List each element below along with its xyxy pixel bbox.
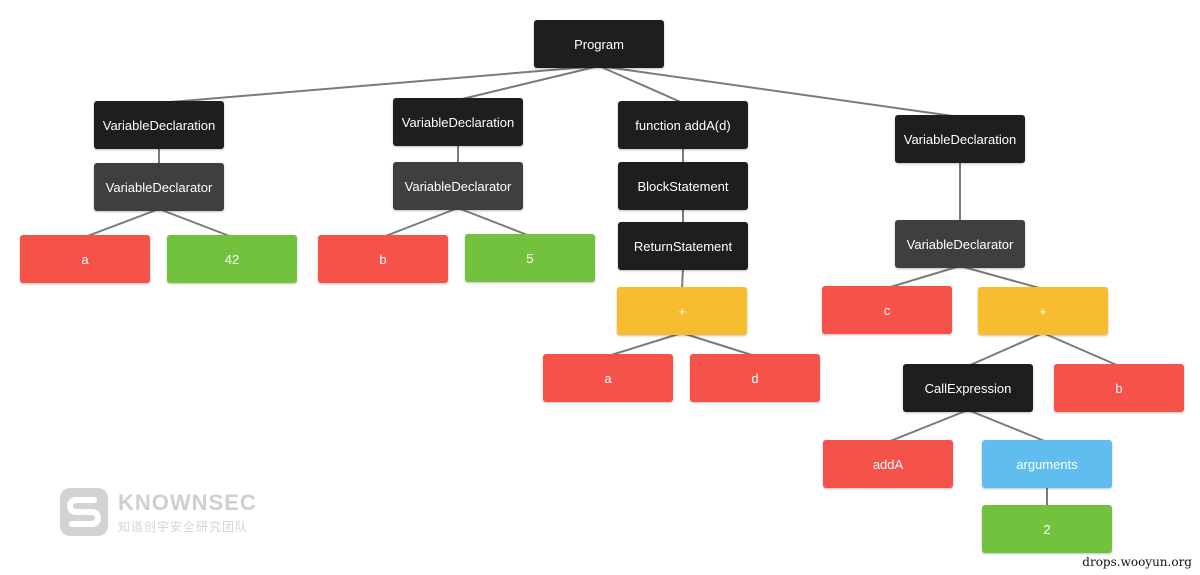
knownsec-logo-icon bbox=[60, 488, 108, 536]
ast-node-n42: 42 bbox=[167, 235, 297, 283]
ast-node-program: Program bbox=[534, 20, 664, 68]
edge-plus1-a2 bbox=[607, 332, 683, 357]
edge-plus1-d1 bbox=[681, 332, 756, 357]
ast-node-ret: ReturnStatement bbox=[618, 222, 748, 270]
footer-url: drops.wooyun.org bbox=[1082, 555, 1192, 569]
edge-call-addA bbox=[887, 409, 969, 443]
ast-node-plus1: + bbox=[617, 287, 747, 335]
edge-vdr2-n5 bbox=[457, 207, 531, 237]
ast-node-d1: d bbox=[690, 354, 820, 402]
watermark-subtitle: 知道创宇安全研究团队 bbox=[118, 519, 249, 534]
ast-node-plus2: + bbox=[978, 287, 1108, 335]
watermark-brand: KNOWNSEC bbox=[118, 489, 257, 515]
ast-node-b1: b bbox=[318, 235, 448, 283]
ast-node-c1: c bbox=[822, 286, 952, 334]
edge-vdr3-c1 bbox=[886, 265, 961, 289]
knownsec-watermark: KNOWNSEC 知道创宇安全研究团队 bbox=[58, 486, 257, 538]
ast-node-n2: 2 bbox=[982, 505, 1112, 553]
ast-node-call: CallExpression bbox=[903, 364, 1033, 412]
edge-program-vd3 bbox=[598, 65, 961, 118]
ast-node-vdr3: VariableDeclarator bbox=[895, 220, 1025, 268]
ast-node-block: BlockStatement bbox=[618, 162, 748, 210]
ast-node-vdr2: VariableDeclarator bbox=[393, 162, 523, 210]
ast-node-vd2: VariableDeclaration bbox=[393, 98, 523, 146]
ast-node-a2: a bbox=[543, 354, 673, 402]
ast-node-fn: function addA(d) bbox=[618, 101, 748, 149]
ast-node-n5: 5 bbox=[465, 234, 595, 282]
edge-plus2-call bbox=[967, 332, 1044, 367]
edge-call-args bbox=[967, 409, 1048, 443]
ast-node-vd1: VariableDeclaration bbox=[94, 101, 224, 149]
edge-program-fn bbox=[598, 65, 684, 104]
edge-vdr3-plus2 bbox=[959, 265, 1044, 290]
edge-program-vd1 bbox=[158, 65, 600, 104]
edge-vdr1-a1 bbox=[84, 208, 160, 238]
edge-program-vd2 bbox=[457, 65, 600, 101]
edge-ret-plus1 bbox=[681, 267, 684, 290]
edge-vdr2-b1 bbox=[382, 207, 459, 238]
ast-node-vd3: VariableDeclaration bbox=[895, 115, 1025, 163]
ast-node-args: arguments bbox=[982, 440, 1112, 488]
edge-vdr1-n42 bbox=[158, 208, 233, 238]
ast-node-vdr1: VariableDeclarator bbox=[94, 163, 224, 211]
ast-node-a1: a bbox=[20, 235, 150, 283]
ast-node-b2: b bbox=[1054, 364, 1184, 412]
ast-node-addA: addA bbox=[823, 440, 953, 488]
edge-plus2-b2 bbox=[1042, 332, 1120, 367]
